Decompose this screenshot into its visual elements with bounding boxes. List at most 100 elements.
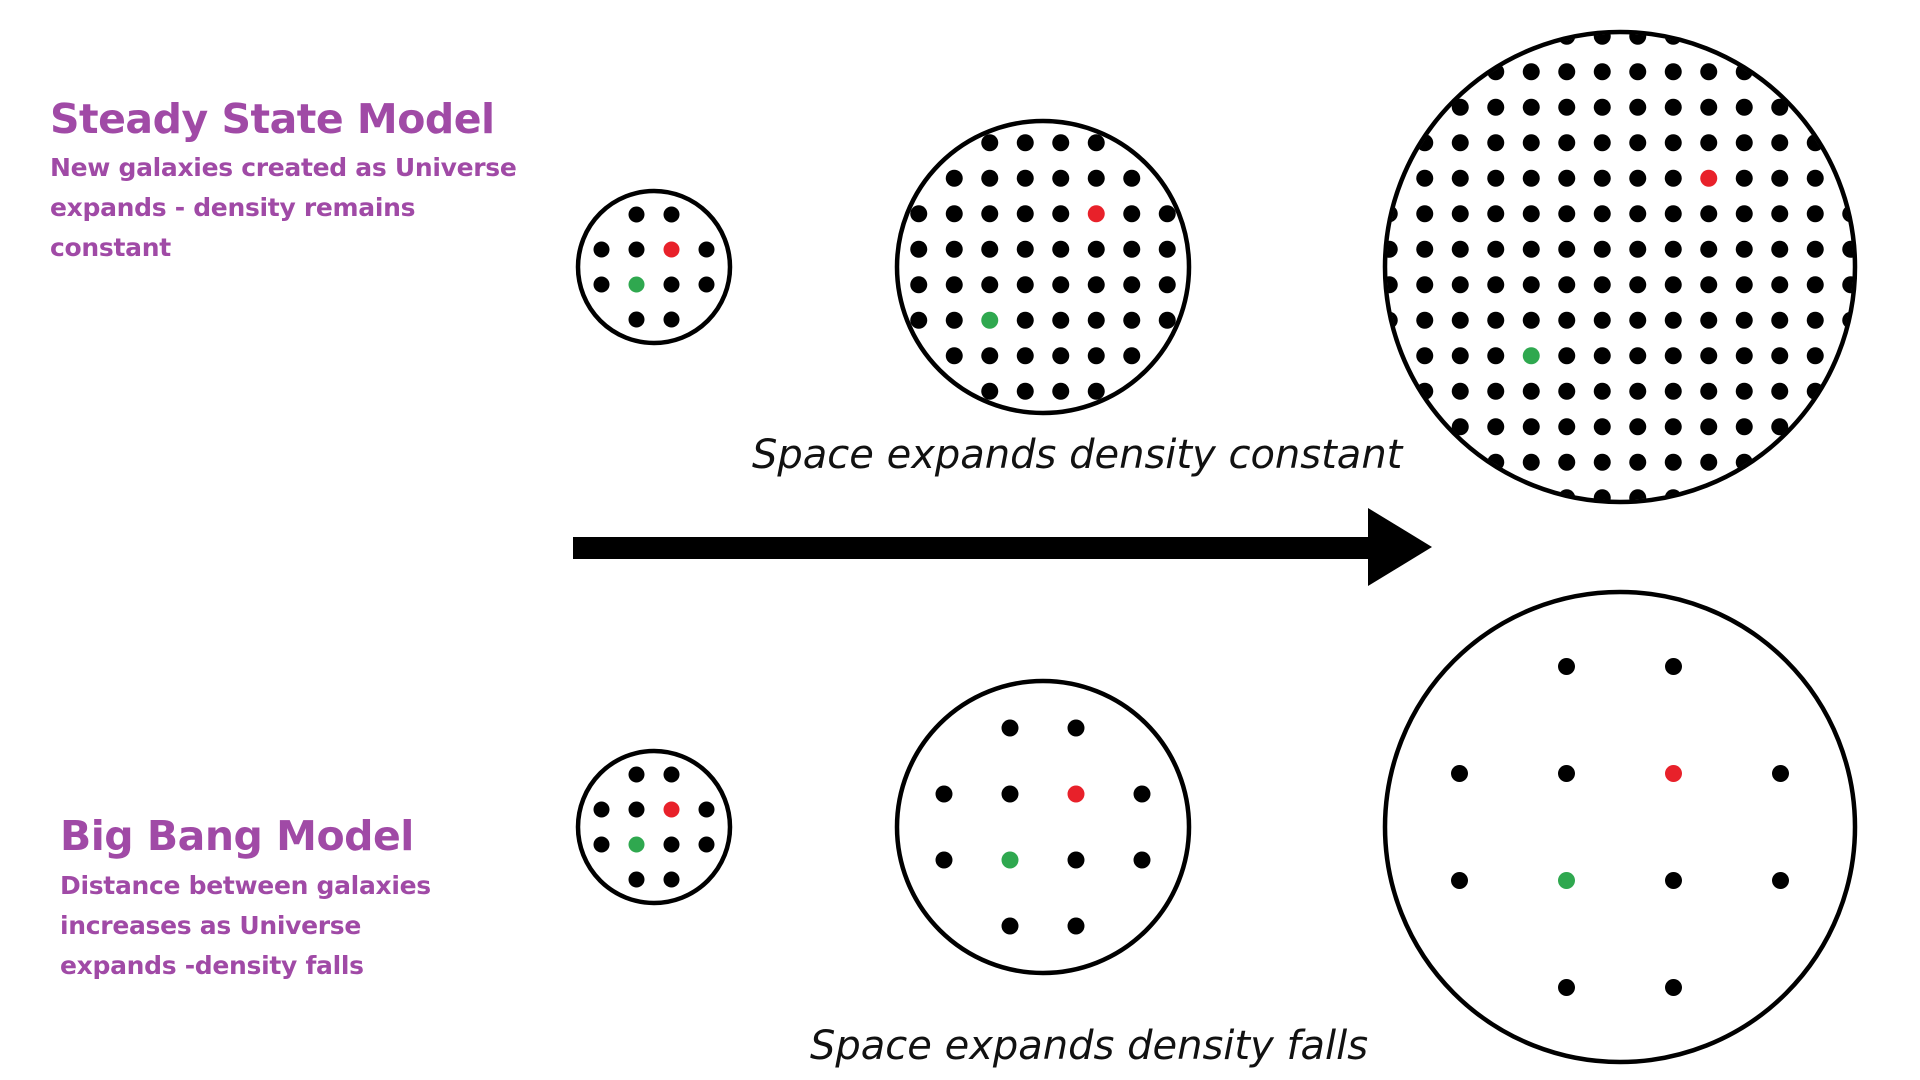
galaxy-dot	[1522, 63, 1540, 81]
galaxy-dot	[1629, 453, 1647, 471]
galaxy-dot	[1593, 453, 1611, 471]
galaxy-dot	[1416, 169, 1434, 187]
galaxy-dot	[663, 206, 680, 223]
galaxy-dot	[1087, 134, 1105, 152]
universe-boundary	[1382, 29, 1858, 505]
galaxy-dot	[663, 766, 680, 783]
galaxy-dot	[1001, 785, 1019, 803]
galaxy-dot	[1593, 240, 1611, 258]
galaxy-dot	[1016, 382, 1034, 400]
galaxy-dot	[1522, 98, 1540, 116]
galaxy-dot	[1700, 418, 1718, 436]
galaxy-dot	[1558, 205, 1576, 223]
galaxy-dot	[1123, 347, 1141, 365]
galaxy-dot	[1001, 917, 1019, 935]
universe	[1382, 29, 1858, 505]
galaxy-dot	[1806, 205, 1824, 223]
galaxy-dot	[945, 276, 963, 294]
galaxy-dot	[1629, 276, 1647, 294]
galaxy-dot	[1133, 785, 1151, 803]
galaxy-dot	[1522, 382, 1540, 400]
galaxy-dot	[1700, 276, 1718, 294]
galaxy-dot	[1087, 382, 1105, 400]
galaxy-dot	[1558, 382, 1576, 400]
galaxy-dot	[1665, 658, 1682, 675]
steady-state-caption: Space expands density constant	[752, 432, 1403, 478]
galaxy-dot	[1558, 979, 1575, 996]
galaxy-dot	[1593, 418, 1611, 436]
galaxy-dot	[1052, 205, 1070, 223]
galaxy-dot	[1558, 453, 1576, 471]
galaxy-dot	[628, 801, 645, 818]
galaxy-dot	[1629, 98, 1647, 116]
galaxy-dot	[1416, 240, 1434, 258]
galaxy-dot	[1416, 205, 1434, 223]
galaxy-dot	[1806, 311, 1824, 329]
time-arrow-shaft	[573, 537, 1373, 559]
galaxy-dot	[698, 276, 715, 293]
big-bang-title: Big Bang Model	[60, 812, 414, 860]
galaxy-dot	[1735, 205, 1753, 223]
galaxy-dot	[1451, 872, 1468, 889]
galaxy-dot	[1016, 134, 1034, 152]
galaxy-dot-green	[1001, 851, 1019, 869]
galaxy-dot	[1593, 347, 1611, 365]
galaxy-dot	[1487, 240, 1505, 258]
galaxy-dot	[981, 205, 999, 223]
galaxy-dot	[981, 240, 999, 258]
galaxy-dot	[1664, 418, 1682, 436]
galaxy-dot	[1700, 98, 1718, 116]
steady-state-description-line: constant	[50, 233, 171, 262]
galaxy-dot	[1593, 382, 1611, 400]
galaxy-dot	[935, 785, 953, 803]
galaxy-dot	[1158, 205, 1176, 223]
galaxy-dot	[1558, 765, 1575, 782]
steady-state-universe-sequence	[575, 29, 1858, 505]
galaxy-dot	[1593, 205, 1611, 223]
galaxy-dot	[1522, 453, 1540, 471]
galaxy-dot	[1123, 240, 1141, 258]
galaxy-dot	[1416, 276, 1434, 294]
galaxy-dot	[1487, 311, 1505, 329]
big-bang-caption: Space expands density falls	[810, 1023, 1369, 1069]
galaxy-dot	[628, 311, 645, 328]
galaxy-dot	[628, 766, 645, 783]
galaxy-dot	[1664, 453, 1682, 471]
galaxy-dot	[628, 206, 645, 223]
galaxy-dot	[1593, 276, 1611, 294]
galaxy-dot	[1665, 979, 1682, 996]
galaxy-dot	[1052, 240, 1070, 258]
galaxy-dot	[1558, 347, 1576, 365]
galaxy-dot	[1451, 134, 1469, 152]
galaxy-dot	[981, 276, 999, 294]
galaxy-dot	[1451, 240, 1469, 258]
galaxy-dot	[663, 871, 680, 888]
galaxy-dot	[1016, 240, 1034, 258]
galaxy-dot	[1451, 205, 1469, 223]
galaxy-dot	[1735, 418, 1753, 436]
galaxy-dot	[1558, 169, 1576, 187]
big-bang-description-line: Distance between galaxies	[60, 871, 431, 900]
galaxy-dot	[1735, 169, 1753, 187]
galaxy-dot	[1771, 134, 1789, 152]
galaxy-dot	[1629, 134, 1647, 152]
galaxy-dot	[1522, 169, 1540, 187]
galaxy-dot	[1842, 240, 1853, 258]
galaxy-dot	[1700, 382, 1718, 400]
big-bang-universe-sequence	[575, 589, 1858, 1065]
galaxy-dot-green	[628, 276, 645, 293]
galaxy-dot	[1158, 311, 1176, 329]
galaxy-dot	[1067, 917, 1085, 935]
galaxy-dot	[1087, 347, 1105, 365]
galaxy-field	[593, 766, 715, 888]
galaxy-dot	[1016, 276, 1034, 294]
galaxy-field	[593, 206, 715, 328]
galaxy-dot	[1629, 240, 1647, 258]
galaxy-dot	[1664, 205, 1682, 223]
big-bang-description: Distance between galaxies increases as U…	[60, 866, 431, 986]
galaxy-dot	[1087, 169, 1105, 187]
galaxy-dot	[593, 836, 610, 853]
galaxy-dot	[1487, 98, 1505, 116]
galaxy-dot	[1806, 169, 1824, 187]
galaxy-dot	[1522, 311, 1540, 329]
